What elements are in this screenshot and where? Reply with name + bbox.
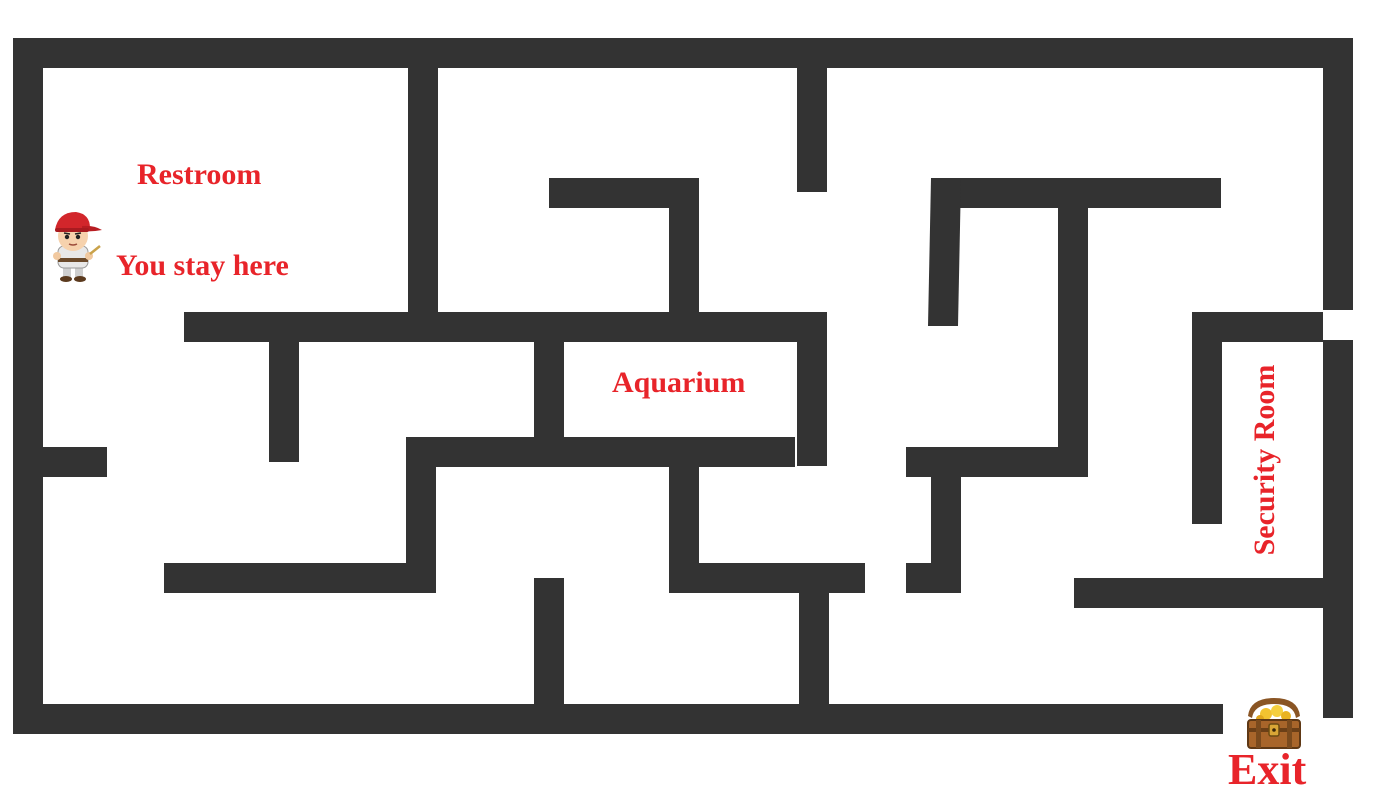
maze-wall — [1074, 578, 1323, 608]
maze-wall-left — [13, 38, 43, 734]
maze-wall — [928, 178, 961, 326]
maze-wall — [534, 342, 564, 437]
maze-wall — [534, 578, 564, 704]
maze-wall-top — [13, 38, 1353, 68]
maze-wall — [564, 437, 795, 467]
maze-wall — [43, 447, 107, 477]
room-label-security-room: Security Room — [1248, 364, 1281, 556]
maze-wall-right — [1323, 38, 1353, 310]
maze-wall — [797, 312, 827, 466]
maze-walls — [13, 38, 1353, 734]
maze-wall — [669, 178, 699, 342]
player-location-label: You stay here — [116, 249, 289, 282]
maze-wall-right — [1323, 340, 1353, 718]
maze-wall — [906, 447, 1088, 477]
maze-wall — [906, 563, 961, 593]
maze-wall — [931, 178, 1221, 208]
maze-wall — [164, 563, 436, 593]
maze-wall — [408, 68, 438, 312]
player-character-icon[interactable] — [46, 206, 104, 282]
maze-wall — [1058, 208, 1088, 477]
treasure-chest-icon[interactable] — [1244, 694, 1304, 752]
maze-wall — [184, 312, 670, 342]
exit-label: Exit — [1228, 745, 1307, 794]
maze-wall-bottom — [13, 704, 1223, 734]
maze-wall — [669, 467, 699, 593]
room-label-aquarium: Aquarium — [612, 366, 746, 399]
maze-wall — [269, 342, 299, 462]
maze-wall — [1192, 312, 1222, 524]
maze-wall — [799, 593, 829, 704]
room-label-restroom: Restroom — [137, 158, 262, 191]
maze-wall — [699, 563, 865, 593]
maze-wall — [797, 68, 827, 192]
